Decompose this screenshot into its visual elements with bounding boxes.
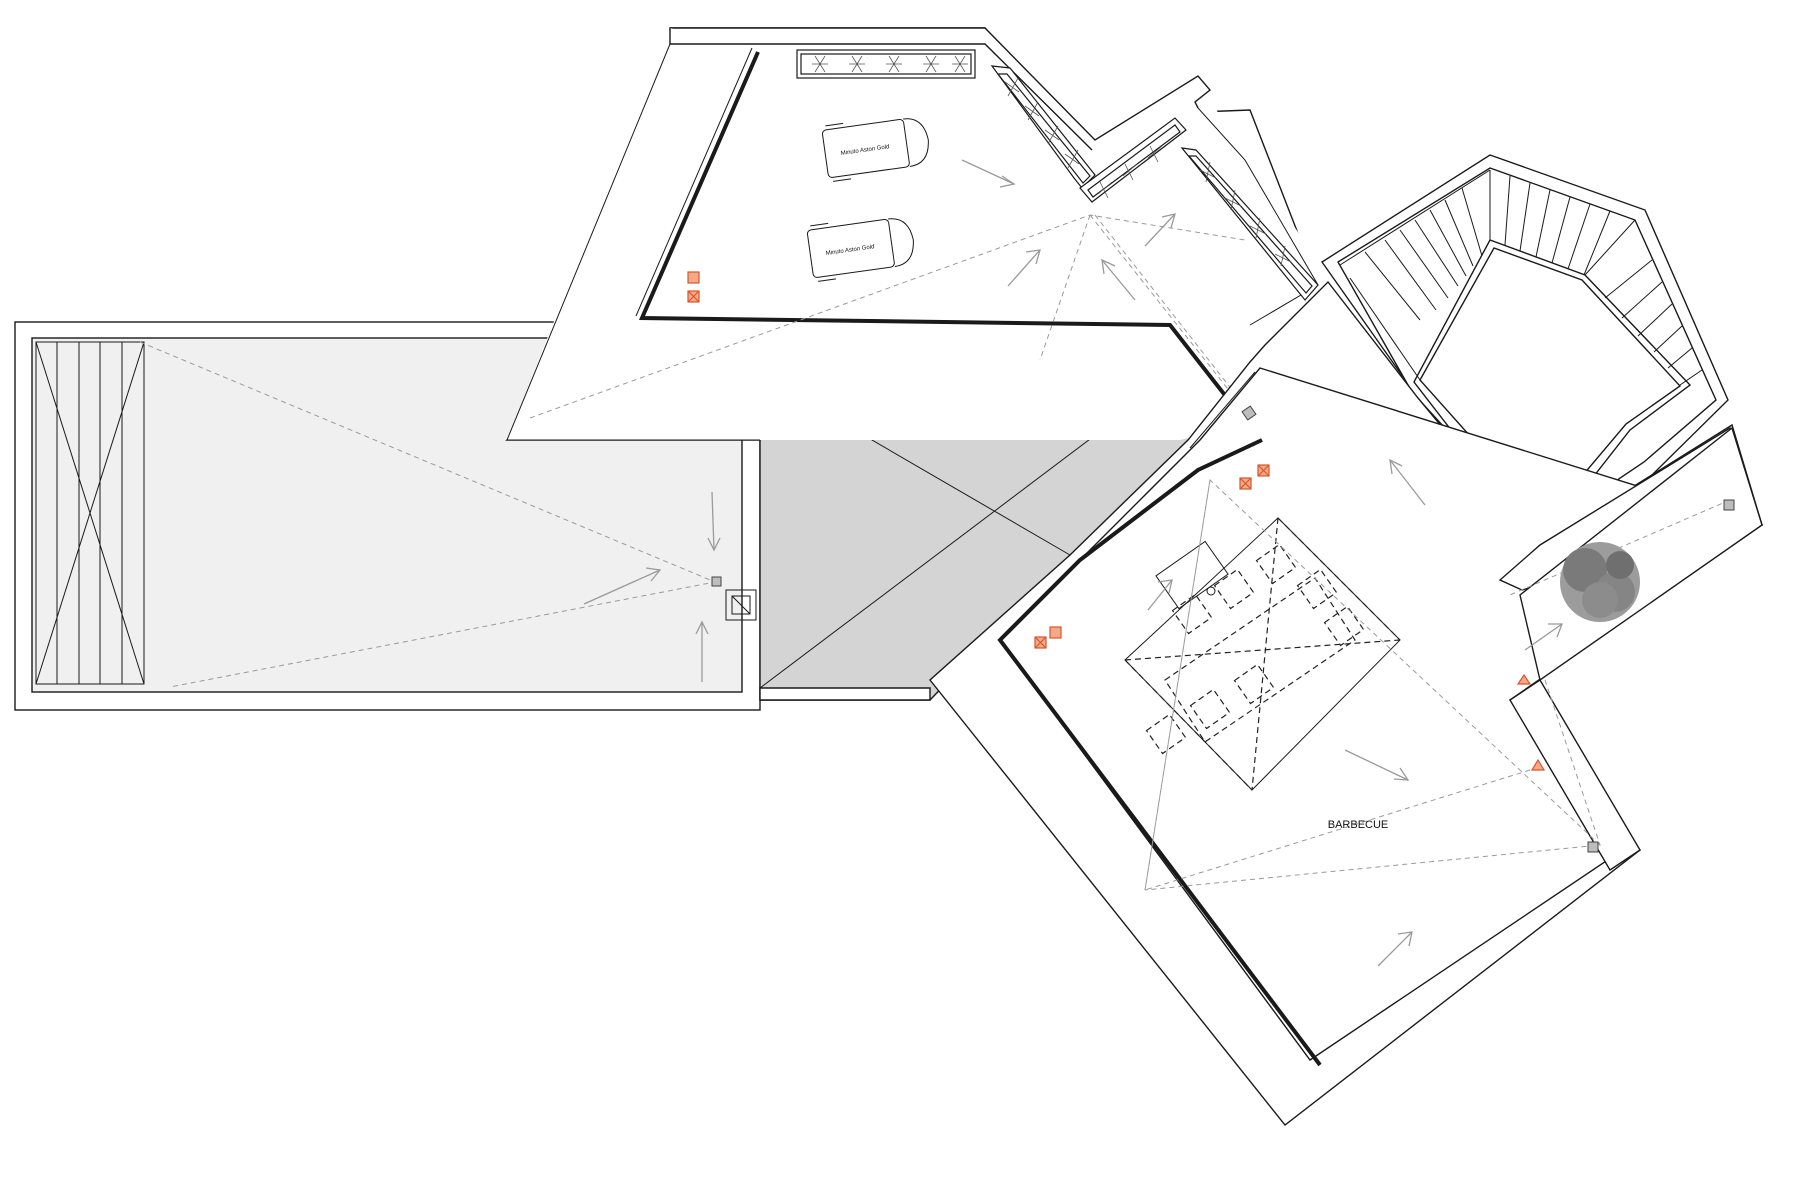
skylight-icon <box>35 341 145 685</box>
bbq-slope-lines <box>1144 458 1731 967</box>
planter-icon <box>1180 147 1319 301</box>
planter-icon <box>796 49 976 79</box>
drain-icon <box>1034 405 1735 853</box>
drain-icon <box>687 271 700 303</box>
parking-geometry <box>506 27 1330 442</box>
chimney-icon <box>725 589 757 621</box>
stair-icon <box>1321 154 1729 547</box>
barbecue-label: BARBECUE <box>1328 819 1389 831</box>
table-icon <box>1124 517 1401 791</box>
bbq-terrace <box>929 280 1764 1126</box>
planter-icon <box>1079 117 1187 203</box>
drain-icon <box>711 576 722 587</box>
tree-icon <box>1560 542 1640 622</box>
